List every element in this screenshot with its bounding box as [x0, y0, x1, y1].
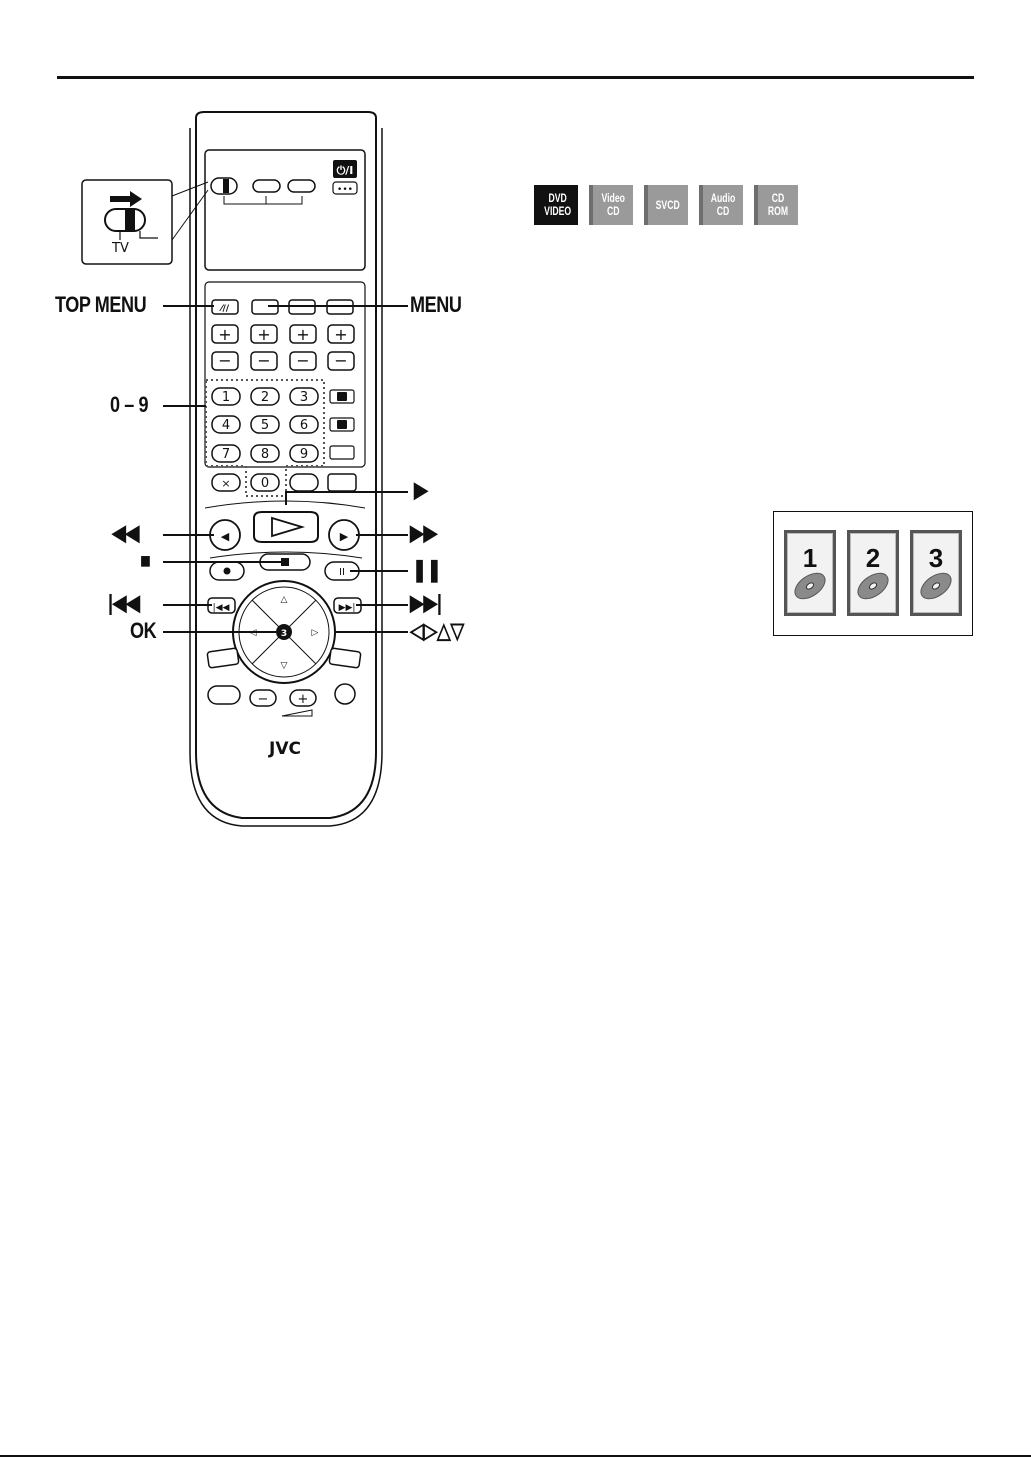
key-6: 6: [300, 418, 308, 433]
disc-card-3: 3: [910, 530, 962, 616]
svg-text:II: II: [339, 567, 345, 578]
callout-top-menu: TOP MENU: [55, 292, 146, 318]
callout-next: ▶▶|: [410, 590, 442, 616]
svg-text:▶▶|: ▶▶|: [339, 603, 356, 613]
key-2: 2: [261, 390, 269, 405]
key-5: 5: [261, 418, 269, 433]
callout-menu: MENU: [410, 292, 461, 318]
key-4: 4: [222, 418, 230, 433]
disc-icon: [791, 569, 829, 603]
tv-label: TV: [111, 241, 129, 256]
callout-fast-forward: ▶▶: [410, 520, 437, 546]
svg-text:+: +: [257, 325, 270, 344]
svg-text:▽: ▽: [281, 661, 288, 671]
svg-text:•••: •••: [337, 185, 353, 195]
svg-text:+: +: [334, 325, 347, 344]
callout-arrows: ◁▷△▽: [410, 618, 464, 644]
badge-svcd: SVCD: [644, 185, 688, 225]
svg-text:×: ×: [221, 477, 230, 490]
svg-text:−: −: [334, 351, 347, 370]
key-0: 0: [261, 476, 269, 491]
svg-text:+: +: [298, 692, 309, 707]
key-9: 9: [300, 447, 308, 462]
svg-text:⁄//: ⁄//: [219, 304, 230, 314]
svg-text:▷: ▷: [312, 628, 319, 638]
svg-text:3: 3: [281, 629, 287, 639]
disc-card-2: 2: [847, 530, 899, 616]
svg-text:−: −: [257, 351, 270, 370]
key-7: 7: [222, 447, 230, 462]
callout-play: ▶: [414, 477, 427, 503]
callout-stop: ■: [140, 548, 150, 574]
svg-text:+: +: [296, 325, 309, 344]
callout-ok: OK: [130, 618, 156, 644]
svg-text:−: −: [218, 351, 231, 370]
svg-text:⏻/I: ⏻/I: [337, 164, 354, 177]
svg-text:−: −: [296, 351, 309, 370]
callout-prev: |◀◀: [108, 590, 140, 616]
disc-icon: [854, 569, 892, 603]
svg-text:△: △: [281, 595, 288, 605]
callout-rewind: ◀◀: [112, 520, 139, 546]
svg-text:◀: ◀: [221, 530, 230, 543]
svg-text:−: −: [258, 692, 269, 707]
svg-text:+: +: [218, 325, 231, 344]
key-3: 3: [300, 390, 308, 405]
callout-numbers: 0 – 9: [110, 392, 148, 418]
disc-card-1: 1: [784, 530, 836, 616]
svg-text:|◀◀: |◀◀: [213, 603, 230, 613]
callout-pause: ❚❚: [412, 557, 441, 583]
disc-icon: [917, 569, 955, 603]
key-8: 8: [261, 447, 269, 462]
svg-text:▶: ▶: [340, 530, 349, 543]
key-1: 1: [222, 390, 230, 405]
brand-logo: JVC: [268, 739, 301, 759]
disc-selection-illustration: 1 2 3: [773, 511, 973, 636]
